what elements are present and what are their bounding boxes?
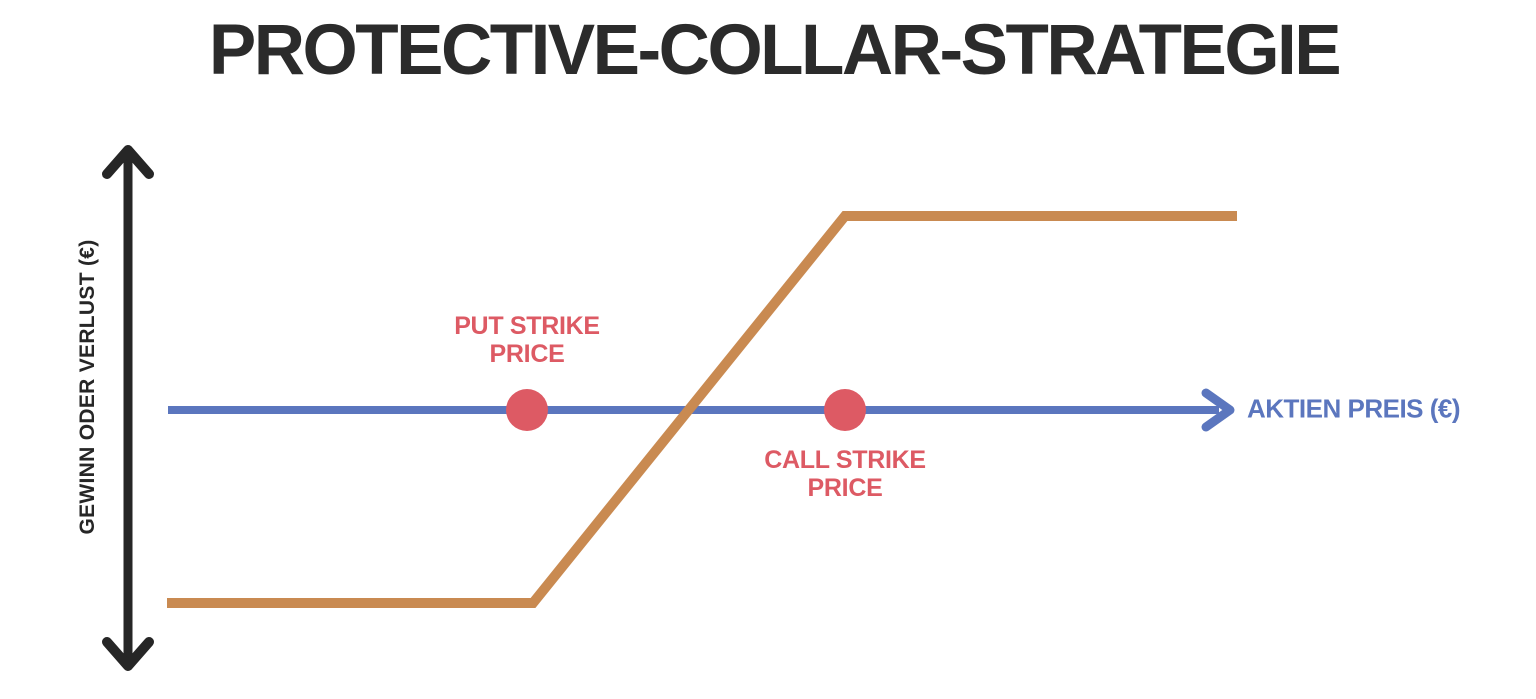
y-axis-down-arrowhead-icon [102, 637, 154, 671]
page-title: PROTECTIVE-COLLAR-STRATEGIE [208, 11, 1342, 90]
put-strike-label: PUT STRIKE PRICE [454, 312, 600, 368]
x-axis-label: AKTIEN PREIS (€) [1247, 393, 1461, 424]
call-strike-label-line1: CALL STRIKE [764, 446, 926, 474]
call-strike-dot [824, 389, 866, 431]
put-strike-label-line2: PRICE [489, 340, 565, 368]
put-strike-label-line1: PUT STRIKE [454, 312, 600, 340]
call-strike-label: CALL STRIKE PRICE [764, 446, 926, 502]
x-axis-right-arrowhead-icon [1201, 388, 1235, 432]
call-strike-label-line2: PRICE [807, 474, 883, 502]
payoff-line [167, 211, 1237, 608]
y-axis-up-arrowhead-icon [102, 145, 154, 179]
put-strike-dot [506, 389, 548, 431]
y-axis-label: GEWINN ODER VERLUST (€) [76, 239, 99, 535]
